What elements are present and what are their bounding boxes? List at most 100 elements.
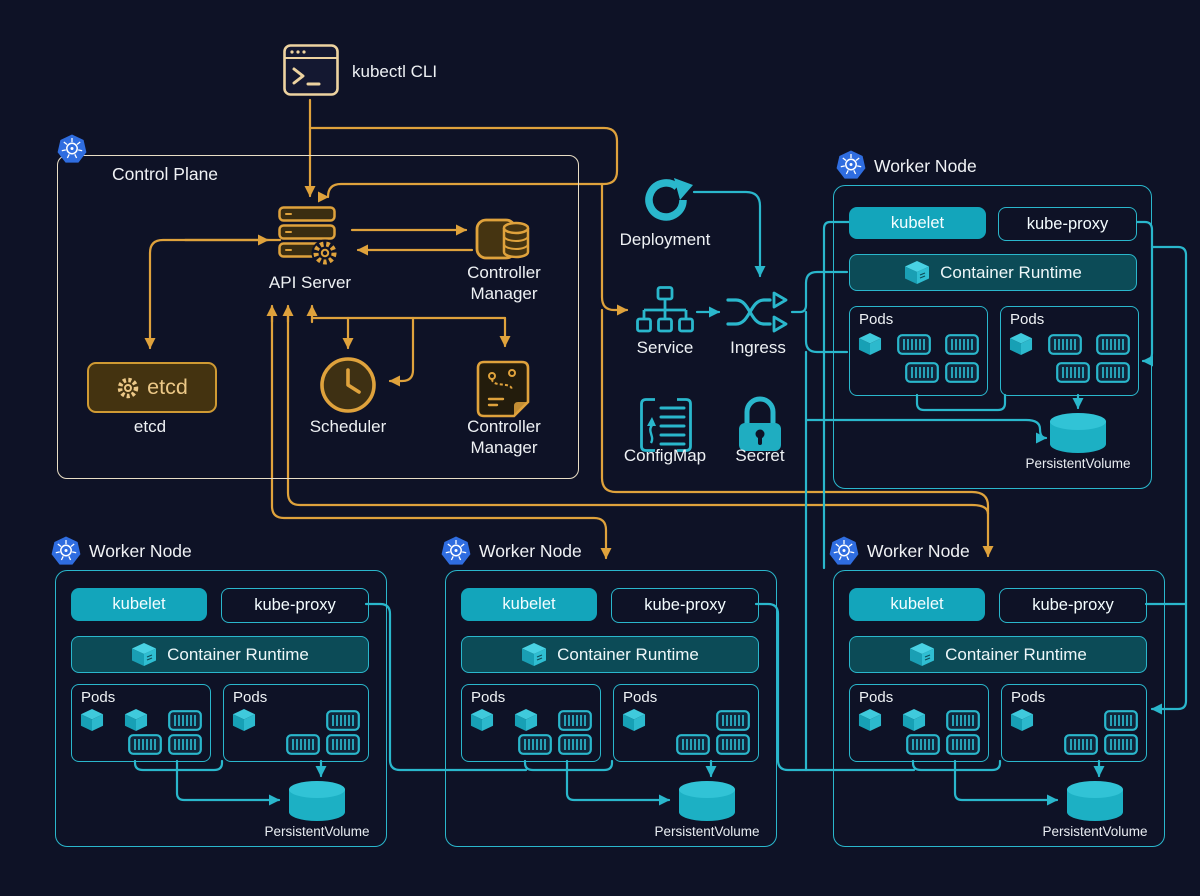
controller-manager-top-label: Controller Manager <box>467 263 541 304</box>
edge-pods-connector-tr <box>915 393 1007 412</box>
configmap-label: ConfigMap <box>623 446 707 465</box>
container-icon <box>946 734 980 755</box>
shuffle-icon <box>726 285 790 344</box>
edge-kubeproxy-middle-right <box>754 602 916 772</box>
edge-elbow-scheduler <box>388 316 415 387</box>
container-runtime-label: Container Runtime <box>167 644 309 664</box>
cube-icon <box>902 708 926 732</box>
cube-icon <box>514 708 538 732</box>
pods-box: Pods <box>1001 684 1147 762</box>
container-icon <box>1096 333 1130 355</box>
pod-row <box>622 708 750 732</box>
pod-row <box>470 734 592 755</box>
pods-box: Pods <box>849 684 989 762</box>
pod-row <box>80 708 202 732</box>
package-icon <box>909 642 935 667</box>
container-icon <box>716 709 750 731</box>
edge-kubectl-wrap-apiserver <box>308 126 619 199</box>
cube-icon <box>470 708 494 732</box>
pod-row <box>858 332 979 356</box>
pod-row <box>858 708 980 732</box>
cylinder-icon <box>677 780 737 831</box>
edge-apiserver-worker-middle <box>270 306 612 560</box>
edge-deployment-ingress <box>692 190 766 278</box>
persistent-volume-label: PersistentVolume <box>654 824 760 839</box>
container-icon <box>896 333 931 355</box>
container-icon <box>128 734 162 755</box>
controller-manager-bottom-label: Controller Manager <box>467 417 541 458</box>
container-icon <box>676 734 710 755</box>
pod-row <box>622 734 750 755</box>
persistent-volume-label: PersistentVolume <box>264 824 370 839</box>
kubelet-badge: kubelet <box>71 588 207 621</box>
container-runtime-bar: Container Runtime <box>849 254 1137 291</box>
container-runtime-label: Container Runtime <box>945 644 1087 664</box>
worker-node: Worker Node kubelet kube-proxy Container… <box>833 148 1152 489</box>
cylinder-icon <box>287 780 347 831</box>
server-gear-icon <box>278 206 344 275</box>
container-runtime-bar: Container Runtime <box>461 636 759 673</box>
pod-row <box>232 734 360 755</box>
cylinder-icon <box>1065 780 1125 831</box>
container-icon <box>326 709 360 731</box>
etcd-badge-text: etcd <box>147 375 188 399</box>
pods-grid <box>72 706 210 757</box>
edge-pods-pv-left-bm <box>565 759 671 806</box>
kube-proxy-badge: kube-proxy <box>221 588 369 623</box>
cylinder-icon <box>1048 412 1108 463</box>
hierarchy-icon <box>636 286 694 343</box>
pods-grid <box>850 328 987 385</box>
clock-icon <box>318 355 378 420</box>
secret-label: Secret <box>735 446 785 465</box>
kubernetes-icon <box>57 134 87 169</box>
container-runtime-label: Container Runtime <box>557 644 699 664</box>
control-plane-title: Control Plane <box>112 164 219 184</box>
pod-row <box>858 734 980 755</box>
worker-node-title: Worker Node <box>89 541 192 561</box>
worker-node-box <box>833 570 1165 847</box>
container-icon <box>946 709 980 731</box>
container-icon <box>905 362 939 383</box>
container-icon <box>558 709 592 731</box>
pods-label: Pods <box>1011 689 1046 706</box>
pods-label: Pods <box>859 311 894 328</box>
container-icon <box>1056 362 1090 383</box>
edge-kubelet-tr-down <box>822 220 851 570</box>
kubernetes-icon <box>836 150 866 185</box>
cube-icon <box>1010 708 1034 732</box>
cube-icon <box>80 708 104 732</box>
pods-box: Pods <box>461 684 601 762</box>
container-runtime-bar: Container Runtime <box>71 636 369 673</box>
pod-row <box>858 362 979 383</box>
edge-ingress-runtime-tr <box>790 270 849 314</box>
worker-node: Worker Node kubelet kube-proxy Container… <box>51 532 387 862</box>
kube-proxy-badge: kube-proxy <box>998 207 1137 241</box>
kubernetes-icon <box>829 536 859 571</box>
worker-node-box <box>445 570 777 847</box>
container-icon <box>326 734 360 755</box>
worker-node: Worker Node kubelet kube-proxy Container… <box>829 532 1165 862</box>
edge-kubeproxy-tr-worker-right <box>1150 245 1188 715</box>
container-icon <box>1047 333 1082 355</box>
gear-icon <box>116 376 140 400</box>
container-icon <box>906 734 940 755</box>
pods-label: Pods <box>1010 311 1045 328</box>
worker-node-title: Worker Node <box>479 541 582 561</box>
cube-icon <box>232 708 256 732</box>
pods-box: Pods <box>613 684 759 762</box>
kubelet-badge: kubelet <box>461 588 597 621</box>
refresh-icon <box>638 172 694 233</box>
pods-grid <box>224 706 368 757</box>
pod-row <box>470 708 592 732</box>
edge-pods-pv-left-br <box>953 759 1059 806</box>
edge-apiserver-service <box>600 182 629 316</box>
container-runtime-bar: Container Runtime <box>849 636 1147 673</box>
document-flow-icon <box>476 360 532 423</box>
pods-label: Pods <box>859 689 894 706</box>
cube-icon <box>858 332 882 356</box>
package-icon <box>521 642 547 667</box>
cube-icon <box>622 708 646 732</box>
pods-grid <box>850 706 988 757</box>
pod-row <box>80 734 202 755</box>
